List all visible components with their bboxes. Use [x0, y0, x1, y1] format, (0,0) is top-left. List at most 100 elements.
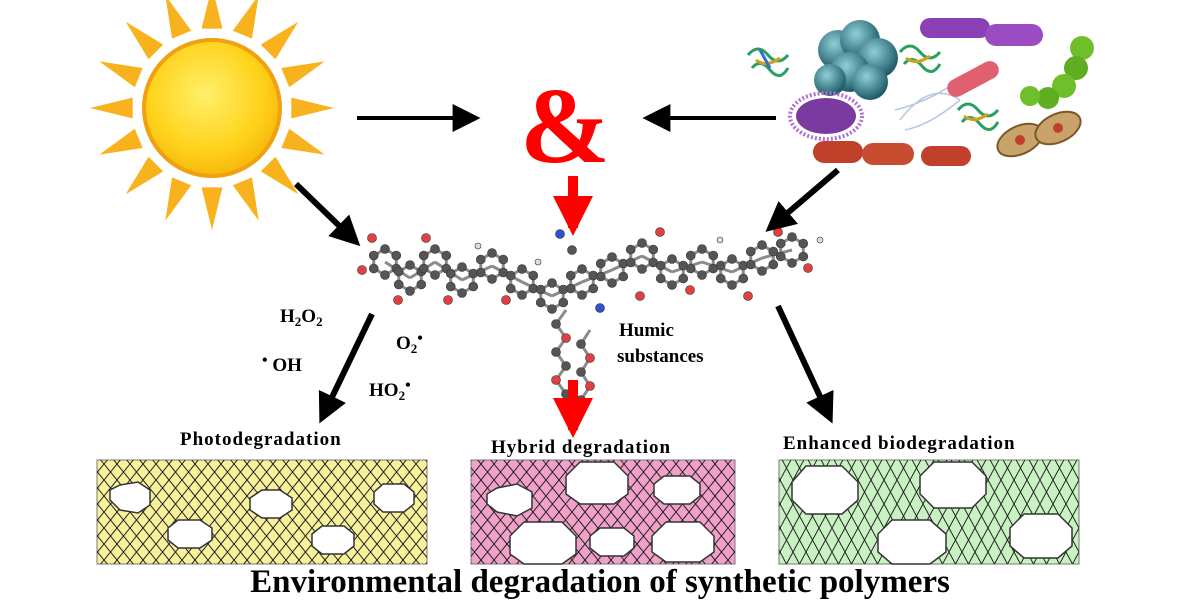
hole: [589, 527, 635, 557]
oxygen-atom: [443, 295, 453, 305]
arrow-microbes-to-molecule: [765, 167, 840, 232]
carbon-atom: [715, 273, 726, 284]
oxygen-atom: [421, 233, 431, 243]
h2o2-label: H2O2: [280, 306, 323, 329]
sun-ray: [260, 21, 299, 60]
carbon-atom: [655, 260, 666, 271]
sun-icon: [90, 0, 334, 230]
carbon-atom: [441, 250, 452, 261]
oxygen-atom: [357, 265, 367, 275]
protein-structure-2: [898, 44, 942, 73]
oxygen-atom: [685, 285, 695, 295]
hole: [509, 521, 577, 565]
carbon-atom: [430, 244, 440, 254]
carbon-atom: [697, 270, 707, 280]
carbon-atom: [551, 319, 561, 329]
flagellated-bacterium: [894, 61, 999, 131]
oxygen-atom: [367, 233, 377, 243]
figure-title: Environmental degradation of synthetic p…: [250, 564, 950, 600]
carbon-atom: [607, 278, 617, 288]
carbon-atom: [667, 254, 677, 264]
carbon-atom: [637, 264, 647, 274]
carbon-atom: [558, 297, 569, 308]
arrow-to-enhanced-biodegradation: [775, 304, 834, 424]
hole: [486, 483, 533, 517]
sun-core: [142, 38, 282, 178]
protein-structure-3: [956, 102, 1000, 131]
spiky-bacterium: [788, 91, 864, 141]
nitrogen-atom: [595, 303, 605, 313]
carbon-atom: [738, 273, 749, 284]
arrow-to-photodegradation: [318, 312, 375, 424]
oxygen-atom: [635, 291, 645, 301]
carbon-atom: [798, 238, 809, 249]
carbon-atom: [607, 252, 617, 262]
hole: [109, 481, 151, 514]
humic-substances-label: Humic substances: [617, 318, 704, 370]
enhanced-biodegradation-label: Enhanced biodegradation: [783, 433, 1016, 454]
sun-ray: [281, 128, 325, 155]
carbon-atom: [637, 238, 647, 248]
oxygen-atom: [655, 227, 665, 237]
bacterium-purple-1: [920, 18, 990, 38]
carbon-atom: [517, 290, 527, 300]
carbon-atom: [745, 259, 756, 270]
molecule-bonds: [372, 235, 805, 401]
carbon-atom: [577, 264, 587, 274]
carbon-atom: [595, 258, 606, 269]
sun-ray: [201, 187, 223, 230]
carbon-atom: [487, 248, 497, 258]
carbon-atom: [445, 281, 456, 292]
carbon-atom: [618, 271, 629, 282]
oxygen-atom: [585, 353, 595, 363]
rod-bacterium-2: [862, 143, 914, 165]
carbon-atom: [551, 347, 561, 357]
hydrogen-atom: [534, 258, 542, 266]
carbon-atom: [475, 267, 486, 278]
rod-bacterium-3: [921, 146, 971, 166]
carbon-atom: [565, 283, 576, 294]
carbon-atom: [405, 286, 415, 296]
humic-label-line2: substances: [617, 346, 704, 367]
carbon-atom: [678, 273, 689, 284]
carbon-atom: [685, 250, 696, 261]
hole: [565, 461, 629, 505]
sun-ray: [260, 156, 299, 195]
sun-ray: [281, 61, 325, 88]
carbon-atom: [576, 367, 586, 377]
hole: [373, 483, 415, 513]
carbon-atom: [393, 279, 404, 290]
carbon-atom: [468, 281, 479, 292]
hydrogen-atom: [816, 236, 824, 244]
oxygen-atom: [773, 227, 783, 237]
carbon-atom: [528, 270, 539, 281]
molecule-atoms: [357, 227, 824, 405]
photodegradation-label: Photodegradation: [180, 429, 342, 450]
carbon-atom: [475, 254, 486, 265]
sun-ray: [232, 177, 259, 221]
enhanced-biodegradation-panel: [778, 459, 1080, 565]
carbon-atom: [418, 263, 429, 274]
arrow-sun-to-molecule: [293, 181, 361, 247]
sun-rays: [90, 0, 334, 230]
superoxide-label: O2•: [396, 330, 423, 356]
humic-label-line1: Humic: [619, 320, 674, 341]
carbon-atom: [505, 270, 516, 281]
carbon-atom: [715, 260, 726, 271]
oxygen-atom: [803, 263, 813, 273]
oxygen-atom: [393, 295, 403, 305]
sun-ray: [90, 97, 133, 119]
sun-ray: [125, 156, 164, 195]
carbon-atom: [727, 254, 737, 264]
carbon-atom: [430, 270, 440, 280]
carbon-atom: [757, 240, 767, 250]
carbon-atom: [380, 270, 390, 280]
oxygen-atom: [743, 291, 753, 301]
carbon-atom: [405, 260, 415, 270]
bacterium-purple-2: [985, 24, 1043, 46]
carbon-atom: [727, 280, 737, 290]
hydroperoxyl-label: HO2•: [369, 377, 411, 403]
carbon-atom: [775, 238, 786, 249]
carbon-atom: [457, 288, 467, 298]
carbon-atom: [368, 250, 379, 261]
